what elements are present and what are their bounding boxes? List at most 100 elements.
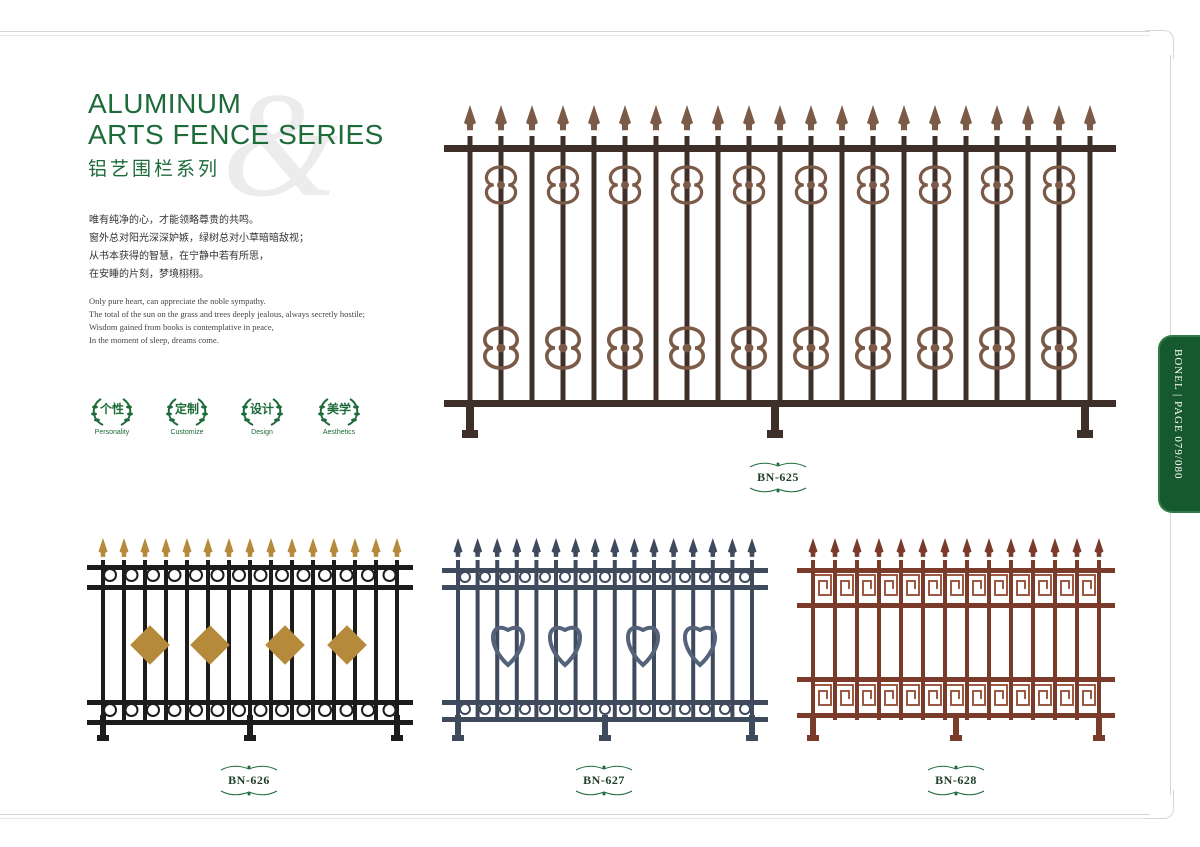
fence-fret-ornament <box>815 684 832 706</box>
fence-spear-finial <box>350 538 360 557</box>
fence-picket <box>750 560 754 720</box>
fence-picket <box>808 136 814 406</box>
fence-picket <box>514 560 519 720</box>
fence-spear-finial <box>991 105 1003 131</box>
fence-scroll-ornament <box>793 326 829 370</box>
fence-scroll-ornament <box>855 326 891 370</box>
fence-fret-ornament <box>1035 684 1052 706</box>
fence-fret-ornament <box>859 684 876 706</box>
fence-picket <box>652 560 656 720</box>
fence-picket <box>1031 560 1035 720</box>
fence-ring-ornament <box>719 571 731 583</box>
intro-en-line: In the moment of sleep, dreams come. <box>89 335 219 345</box>
fence-post-foot <box>391 735 403 741</box>
fence-picket <box>632 560 637 720</box>
badge-design: 设计 Design <box>232 395 292 436</box>
fence-spear-finial <box>688 538 698 557</box>
fence-post <box>455 715 461 737</box>
fence-picket <box>534 560 539 720</box>
fence-scroll-ornament <box>732 165 766 205</box>
fence-scroll-ornament <box>1042 165 1076 205</box>
fence-spear-finial <box>867 105 879 131</box>
fence-spear-finial <box>1028 538 1038 557</box>
fence-picket <box>1056 136 1062 406</box>
feature-badges: 个性 Personality 定制 Customize 设计 Design 美学 <box>82 395 372 450</box>
fence-scroll-ornament <box>856 165 890 205</box>
fence-picket <box>994 136 1000 406</box>
fence-scroll-ornament-center <box>992 343 1002 353</box>
fence-ring-ornament <box>519 571 531 583</box>
fence-post-foot <box>1077 430 1093 438</box>
fence-picket <box>833 560 837 720</box>
fence-spear-finial <box>495 105 507 131</box>
fence-spear-finial <box>266 538 276 557</box>
fence-ring-ornament <box>103 703 117 717</box>
fence-ring-ornament <box>599 703 611 715</box>
fence-scroll-ornament <box>731 326 767 370</box>
fence-spear-finial <box>588 105 600 131</box>
fence-rail <box>797 603 1115 608</box>
fence-scroll-ornament <box>608 165 642 205</box>
laurel-wreath-icon <box>91 398 133 426</box>
fence-spear-finial <box>119 538 129 557</box>
fence-scroll-ornament <box>918 165 952 205</box>
fence-scroll-ornament <box>980 165 1014 205</box>
fence-spear-finial <box>512 538 522 557</box>
fence-spear-finial <box>98 538 108 557</box>
fence-spear-finial <box>571 538 581 557</box>
fence-fret-ornament <box>881 574 898 596</box>
frame-corner-top-right <box>1145 30 1174 59</box>
fence-spear-finial <box>669 538 679 557</box>
fence-scroll-ornament <box>979 326 1015 370</box>
badge-customize: 定制 Customize <box>157 395 217 436</box>
fence-spear-finial <box>808 538 818 557</box>
fence-ring-ornament <box>499 571 511 583</box>
fence-rail <box>87 700 413 705</box>
fence-fret-ornament <box>859 574 876 596</box>
fence-ring-ornament <box>679 703 691 715</box>
fence-picket <box>101 560 105 720</box>
fence-scroll-ornament-center <box>620 343 630 353</box>
fence-scroll-ornament <box>484 165 518 205</box>
flourish-ornament-icon <box>749 462 807 468</box>
fence-picket <box>1075 560 1079 720</box>
fence-picket <box>311 560 315 720</box>
title-line-1: ALUMINUM <box>88 88 242 119</box>
fence-scroll-ornament-center <box>559 181 567 189</box>
fence-picket <box>1025 136 1031 406</box>
product-label-bn-627: BN-627 <box>549 763 659 798</box>
fence-ring-ornament <box>539 703 551 715</box>
fence-scroll-ornament-center <box>1054 343 1064 353</box>
fence-scroll-ornament <box>917 326 953 370</box>
fence-diamond-ornament <box>190 625 230 665</box>
fence-ring-ornament <box>579 703 591 715</box>
fence-picket <box>1009 560 1013 720</box>
fence-ring-ornament <box>189 568 203 582</box>
fence-post <box>1081 400 1089 435</box>
fence-fret-ornament <box>1035 574 1052 596</box>
fence-scroll-ornament-center <box>931 181 939 189</box>
fence-picket <box>715 136 721 406</box>
fence-spear-finial <box>453 538 463 557</box>
fence-fret-ornament <box>1013 684 1030 706</box>
laurel-wreath-icon <box>166 398 208 426</box>
fence-picket <box>227 560 231 720</box>
fence-fret-ornament <box>991 684 1008 706</box>
fence-fret-ornament <box>1057 574 1074 596</box>
fence-spear-finial <box>308 538 318 557</box>
fence-picket <box>456 560 460 720</box>
fence-spear-finial <box>1084 105 1096 131</box>
fence-picket <box>870 136 876 406</box>
fence-post-foot <box>767 430 783 438</box>
fence-fret-ornament <box>815 574 832 596</box>
fence-picket <box>475 560 480 720</box>
badge-en-label: Aesthetics <box>322 429 356 436</box>
fence-ring-ornament <box>318 568 332 582</box>
fence-scroll-ornament <box>670 165 704 205</box>
fence-post-foot <box>950 735 962 741</box>
fence-scroll-ornament-center <box>621 181 629 189</box>
fence-spear-finial <box>898 105 910 131</box>
fence-scroll-ornament-center <box>1055 181 1063 189</box>
fence-picket <box>811 560 815 720</box>
fence-scroll-ornament-center <box>496 343 506 353</box>
